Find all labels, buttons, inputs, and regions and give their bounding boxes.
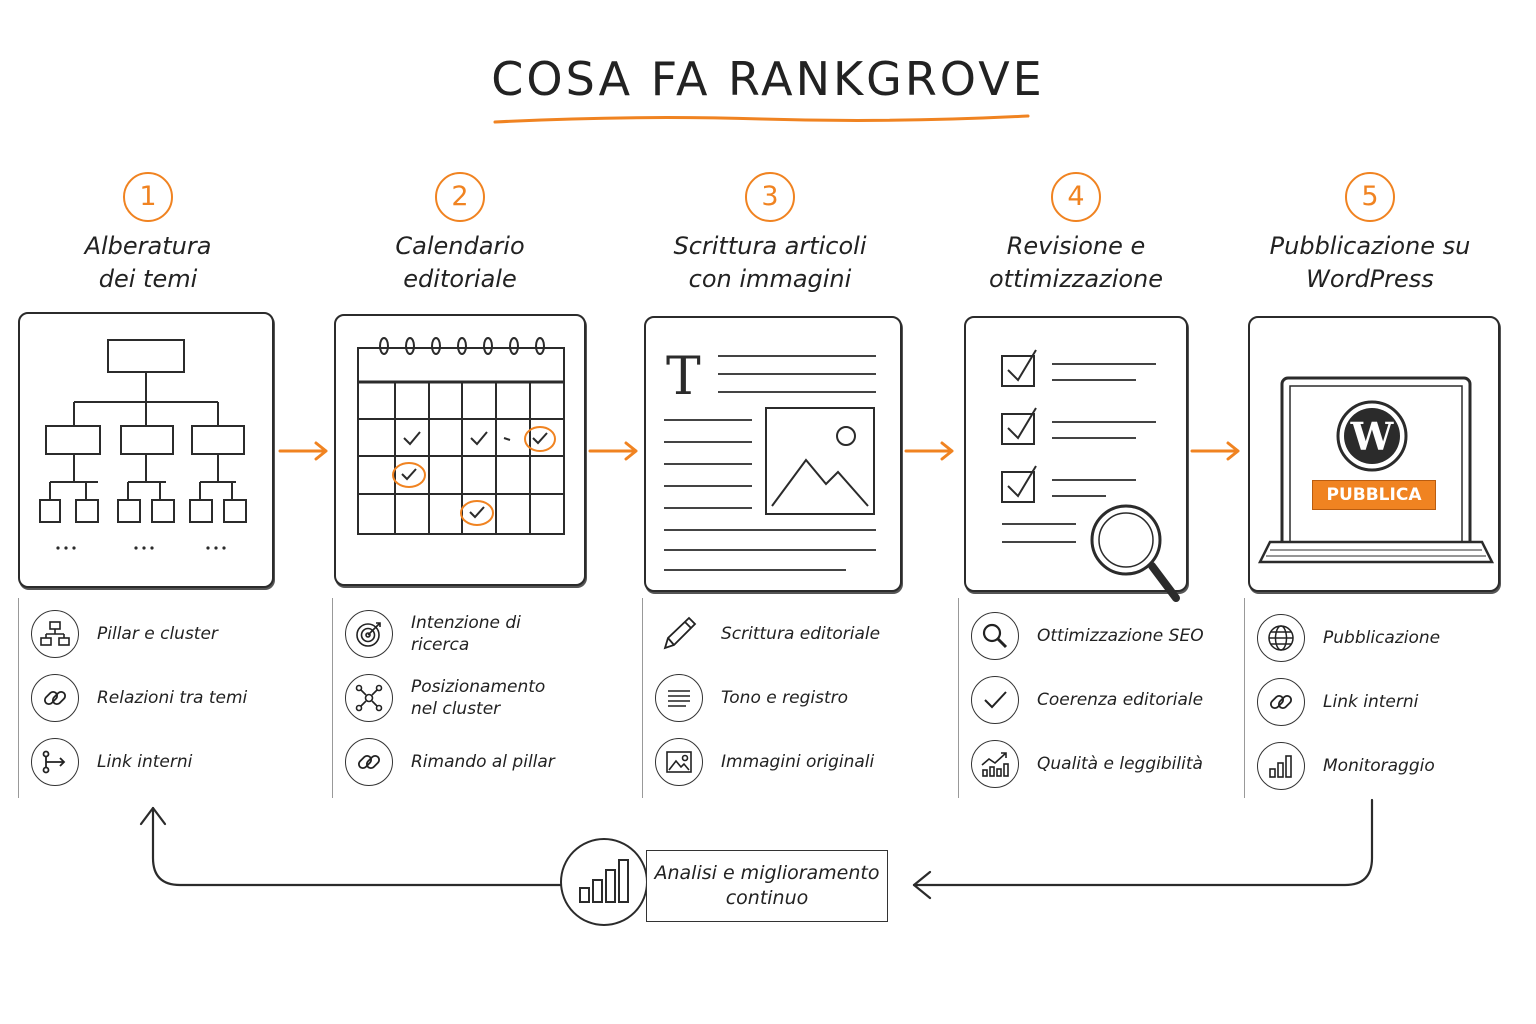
step-5-features: Pubblicazione Link interni Monitoraggio xyxy=(1244,598,1495,798)
svg-text:T: T xyxy=(666,347,701,407)
flow-arrow xyxy=(278,441,328,461)
pencil-icon xyxy=(655,610,703,658)
step-3-features: Scrittura editoriale Tono e registro Imm… xyxy=(642,598,893,798)
feature-item: Ottimizzazione SEO xyxy=(971,610,1204,662)
lines-icon xyxy=(655,674,703,722)
network-icon xyxy=(345,674,393,722)
feature-item: Link interni xyxy=(1257,676,1418,728)
feature-item: Qualità e leggibilità xyxy=(971,738,1203,790)
topic-tree-card xyxy=(18,312,274,588)
link-icon xyxy=(31,674,79,722)
feature-item: Posizionamento nel cluster xyxy=(345,672,545,724)
flow-arrow xyxy=(588,441,638,461)
calendar-card xyxy=(334,314,586,586)
link-icon xyxy=(345,738,393,786)
review-card xyxy=(964,316,1188,602)
step-4-features: Ottimizzazione SEO Coerenza editoriale Q… xyxy=(958,598,1209,798)
step-title: Scrittura articoli con immagini xyxy=(673,232,867,293)
step-1-features: Pillar e cluster Relazioni tra temi Link… xyxy=(18,598,269,798)
continuous-improvement-label: Analisi e miglioramento continuo xyxy=(646,850,888,922)
feature-item: Monitoraggio xyxy=(1257,740,1435,792)
step-number: 4 xyxy=(1051,172,1101,222)
step-number: 5 xyxy=(1345,172,1395,222)
feature-item: Tono e registro xyxy=(655,672,848,724)
publish-button[interactable]: PUBBLICA xyxy=(1312,480,1436,510)
title-underline xyxy=(493,114,1030,124)
step-number: 1 xyxy=(123,172,173,222)
sitemap-icon xyxy=(31,610,79,658)
checklist-illustration xyxy=(1001,349,1180,602)
bar-chart-icon xyxy=(1257,742,1305,790)
feature-item: Link interni xyxy=(31,736,192,788)
svg-text:W: W xyxy=(1350,414,1395,459)
feature-item: Immagini originali xyxy=(655,736,874,788)
link-icon xyxy=(1257,678,1305,726)
step-number: 2 xyxy=(435,172,485,222)
step-title: Alberatura dei temi xyxy=(84,232,212,293)
step-title: Revisione e ottimizzazione xyxy=(988,232,1164,293)
search-icon xyxy=(971,612,1019,660)
bar-chart-icon xyxy=(560,838,648,926)
feature-item: Pubblicazione xyxy=(1257,612,1440,664)
globe-icon xyxy=(1257,614,1305,662)
flow-arrow xyxy=(1190,441,1240,461)
feature-item: Pillar e cluster xyxy=(31,608,218,660)
feature-item: Intenzione di ricerca xyxy=(345,608,583,660)
feature-item: Scrittura editoriale xyxy=(655,608,880,660)
check-icon xyxy=(971,676,1019,724)
growth-chart-icon xyxy=(971,740,1019,788)
flow-arrow xyxy=(904,441,954,461)
wordpress-card: W PUBBLICA xyxy=(1248,316,1500,592)
wordpress-logo-icon: W xyxy=(1336,400,1408,472)
feature-item: Rimando al pillar xyxy=(345,736,555,788)
step-title: Pubblicazione su WordPress xyxy=(1269,232,1471,293)
step-number: 3 xyxy=(745,172,795,222)
article-illustration: T xyxy=(664,347,876,571)
laptop-illustration: W xyxy=(1257,376,1495,564)
article-card: T xyxy=(644,316,902,592)
branch-arrow-icon xyxy=(31,738,79,786)
feature-item: Relazioni tra temi xyxy=(31,672,247,724)
feature-item: Coerenza editoriale xyxy=(971,674,1203,726)
target-icon xyxy=(345,610,393,658)
step-title: Calendario editoriale xyxy=(395,232,525,293)
step-2-features: Intenzione di ricerca Posizionamento nel… xyxy=(332,598,583,798)
sitemap-illustration xyxy=(39,339,247,550)
image-icon xyxy=(655,738,703,786)
calendar-illustration xyxy=(357,337,565,535)
page-title: COSA FA RANKGROVE xyxy=(491,52,1045,106)
